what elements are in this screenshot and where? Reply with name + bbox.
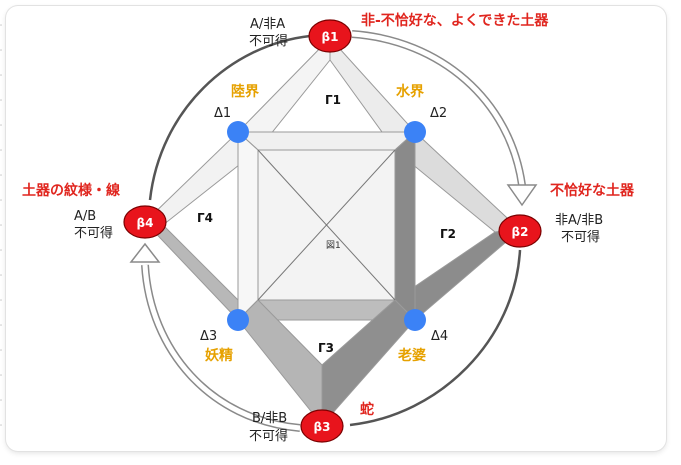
right-edge-dots xyxy=(0,24,2,426)
beta4-condition-2: 不可得 xyxy=(74,225,113,241)
gamma1-label: Γ1 xyxy=(325,93,341,107)
beta3-condition-1: B/非B xyxy=(252,411,287,426)
beta2-node-label: β2 xyxy=(512,225,529,239)
delta4-node[interactable] xyxy=(404,309,426,331)
gamma4-label: Γ4 xyxy=(197,211,213,225)
delta3-region-label: 妖精 xyxy=(205,347,233,364)
arrow-head-right xyxy=(506,184,538,207)
delta3-label: Δ3 xyxy=(200,329,217,344)
beta2-node[interactable]: β2 xyxy=(498,214,542,248)
center-label: 図1 xyxy=(326,240,341,251)
beta4-node-label: β4 xyxy=(137,216,154,230)
beta1-condition-2: 不可得 xyxy=(249,33,288,49)
beta3-description: 蛇 xyxy=(360,401,374,418)
beta1-node-label: β1 xyxy=(322,30,339,44)
delta2-region-label: 水界 xyxy=(396,83,425,100)
delta3-node[interactable] xyxy=(227,309,249,331)
beta3-node[interactable]: β3 xyxy=(300,409,344,443)
beta4-condition-1: A/B xyxy=(74,209,96,224)
beta1-condition-1: A/非A xyxy=(250,17,285,32)
gamma2-label: Γ2 xyxy=(440,227,456,241)
gamma3-label: Γ3 xyxy=(318,341,334,355)
beta3-condition-2: 不可得 xyxy=(249,428,288,444)
beta2-description: 不恰好な土器 xyxy=(550,182,635,199)
beta1-description: 非-不恰好な、よくできた土器 xyxy=(361,12,549,29)
beta2-condition-2: 不可得 xyxy=(561,229,600,245)
beta1-node[interactable]: β1 xyxy=(308,19,352,53)
delta2-node[interactable] xyxy=(404,121,426,143)
delta4-region-label: 老婆 xyxy=(398,347,426,364)
beta4-node[interactable]: β4 xyxy=(123,205,167,239)
arrow-head-left xyxy=(129,242,161,263)
delta2-label: Δ2 xyxy=(430,106,447,121)
beta4-description: 土器の紋様・線 xyxy=(22,182,120,199)
beta3-node-label: β3 xyxy=(314,420,331,434)
beta2-condition-1: 非A/非B xyxy=(555,213,603,228)
delta1-label: Δ1 xyxy=(214,106,231,121)
delta4-label: Δ4 xyxy=(431,329,448,344)
cycle-arrows xyxy=(129,30,538,432)
delta1-node[interactable] xyxy=(227,121,249,143)
delta1-region-label: 陸界 xyxy=(231,83,260,100)
